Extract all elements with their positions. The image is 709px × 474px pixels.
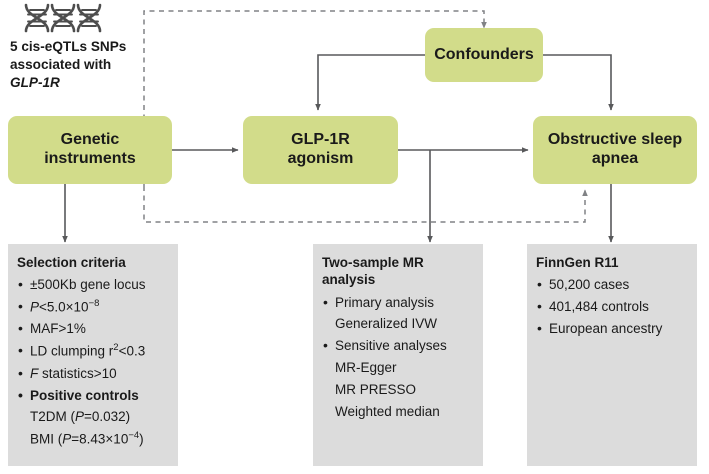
list-item: F statistics>10 (17, 362, 169, 385)
node-confounders[interactable]: Confounders (425, 28, 543, 82)
list-item: Primary analysis (322, 291, 474, 314)
list-item: MAF>1% (17, 317, 169, 340)
panel-two-sample-mr: Two-sample MR analysis Primary analysis … (313, 244, 483, 466)
panel-finngen: FinnGen R11 50,200 cases 401,484 control… (527, 244, 697, 466)
node-confounders-label: Confounders (434, 45, 534, 63)
list-item: Generalized IVW (335, 316, 438, 332)
panel-mr-title: Two-sample MR analysis (322, 254, 474, 289)
dna-helix-icon (22, 3, 104, 33)
list-item: MR-Egger (335, 360, 397, 376)
node-glp1r-agonism[interactable]: GLP-1R agonism (243, 116, 398, 184)
edge-confounders-to-agonism (315, 54, 430, 111)
node-genetic-instruments[interactable]: Genetic instruments (8, 116, 172, 184)
list-item: P<5.0×10−8 (17, 295, 169, 318)
node-genetic-instruments-line2: instruments (44, 150, 136, 167)
node-osa-line1: Obstructive sleep (547, 131, 683, 149)
caption-line-1: 5 cis-eQTLs SNPs (10, 39, 127, 54)
list-item: BMI (P=8.43×10−4) (30, 430, 144, 447)
panel-selection-criteria: Selection criteria ±500Kb gene locus P<5… (8, 244, 178, 466)
panel-selection-title: Selection criteria (17, 255, 126, 270)
panel-finngen-title: FinnGen R11 (536, 255, 619, 270)
edge-confounders-to-osa (538, 54, 614, 111)
instrument-caption: 5 cis-eQTLs SNPs associated with GLP-1R (10, 38, 200, 92)
panel-mr-list: Primary analysis Generalized IVW Sensiti… (322, 291, 474, 423)
list-item: ±500Kb gene locus (17, 273, 169, 296)
list-item: MR PRESSO (335, 381, 417, 397)
panel-mr-title-line2: analysis (322, 272, 376, 288)
list-item: Sensitive analyses (322, 334, 474, 357)
panel-selection-list: ±500Kb gene locus P<5.0×10−8 MAF>1% LD c… (17, 273, 169, 450)
node-glp1r-agonism-line1: GLP-1R (291, 131, 350, 149)
list-item: European ancestry (536, 317, 688, 340)
node-obstructive-sleep-apnea[interactable]: Obstructive sleep apnea (533, 116, 697, 184)
list-item: T2DM (P=0.032) (30, 409, 131, 425)
panel-finngen-list: 50,200 cases 401,484 controls European a… (536, 273, 688, 340)
list-item: LD clumping r2<0.3 (17, 339, 169, 362)
caption-gene: GLP-1R (10, 75, 60, 91)
node-genetic-instruments-line1: Genetic (60, 131, 120, 149)
list-item: Positive controls (17, 384, 169, 407)
list-item: Weighted median (335, 403, 440, 419)
caption-line-2: associated with (10, 57, 112, 73)
list-item: 401,484 controls (536, 295, 688, 318)
node-osa-line2: apnea (591, 150, 639, 167)
edge-instruments-to-osa-direct (143, 186, 588, 223)
list-item: 50,200 cases (536, 273, 688, 296)
panel-mr-title-line1: Two-sample MR (322, 255, 424, 270)
node-glp1r-agonism-line2: agonism (287, 150, 354, 167)
